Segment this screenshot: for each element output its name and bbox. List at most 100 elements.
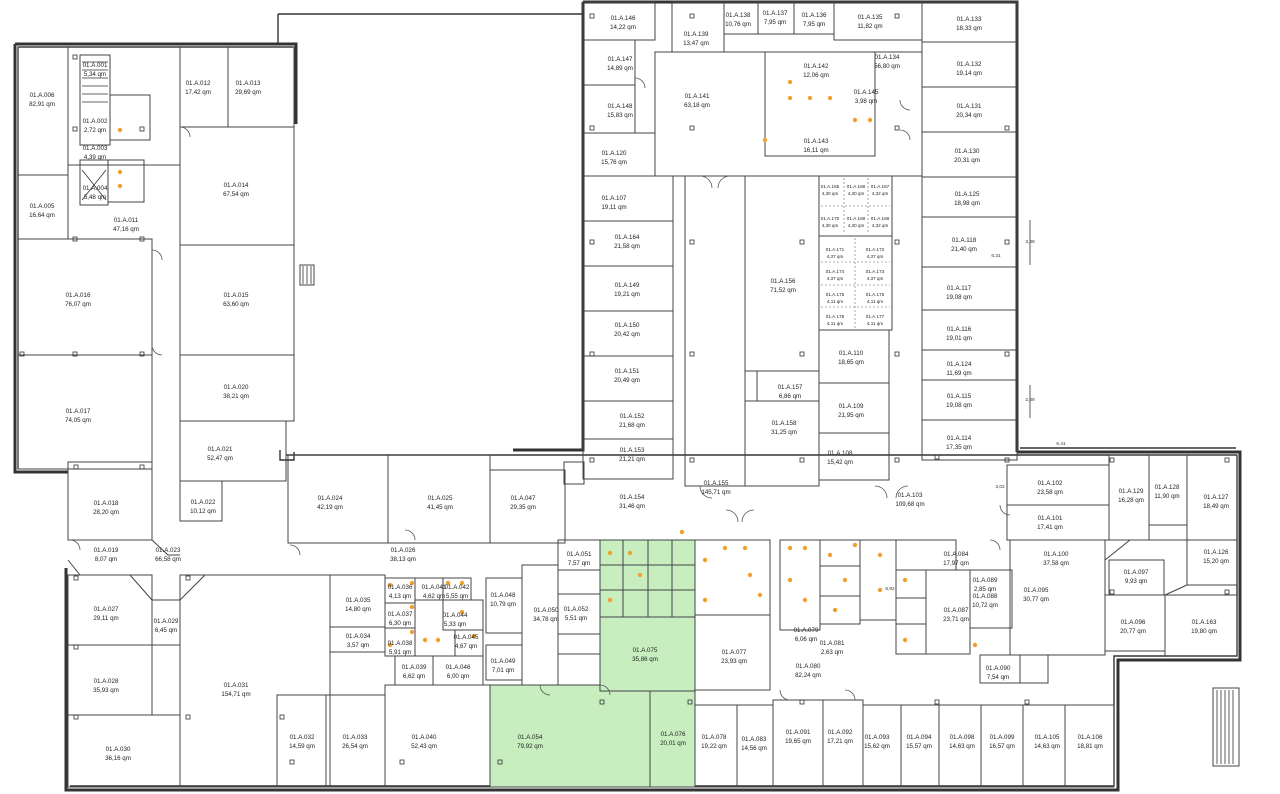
room-number: 01.A.164 — [615, 234, 640, 241]
room-number: 01.A.137 — [763, 10, 788, 17]
room-area: 35,86 qm — [632, 656, 658, 663]
room-number: 01.A.150 — [615, 322, 640, 329]
room-area: 7,54 qm — [987, 674, 1009, 681]
room-number: 01.A.153 — [620, 447, 645, 454]
room-number: 01.A.096 — [1121, 619, 1146, 626]
room-number: 01.A.050 — [534, 607, 559, 614]
room-number: 01.A.027 — [94, 606, 119, 613]
room-area: 109,68 qm — [895, 501, 924, 508]
room-number: 01.A.049 — [491, 658, 516, 665]
room-number: 01.A.005 — [30, 203, 55, 210]
room-number: 01.A.034 — [346, 633, 371, 640]
room-number: 01.A.132 — [957, 61, 982, 68]
room-area: 2,63 qm — [821, 649, 843, 656]
room-number: 01.A.013 — [236, 80, 261, 87]
room-number: 01.A.088 — [973, 593, 998, 600]
room-number: 01.A.145 — [854, 89, 879, 96]
room-number: 01.A.130 — [955, 148, 980, 155]
room-area: 35,93 qm — [93, 687, 119, 694]
room-area: 10,76 qm — [725, 21, 751, 28]
room-number: 01.A.134 — [875, 54, 900, 61]
room-number: 01.A.138 — [726, 12, 751, 19]
room-number: 01.A.039 — [402, 664, 427, 671]
room-number: 01.A.139 — [684, 31, 709, 38]
room-area: 82,24 qm — [795, 672, 821, 679]
room-number: 01.A.158 — [772, 420, 797, 427]
room-number: 01.A.015 — [224, 292, 249, 299]
room-number: 01.A.021 — [208, 446, 233, 453]
room-number: 01.A.163 — [1192, 619, 1217, 626]
room-number: 01.A.089 — [973, 577, 998, 584]
room-number: 01.A.098 — [950, 734, 975, 741]
room-number: 01.A.099 — [990, 734, 1015, 741]
room-number: 01.A.054 — [518, 734, 543, 741]
room-area: 36,16 qm — [105, 755, 131, 762]
room-area: 20,49 qm — [614, 377, 640, 384]
room-number: 01.A.048 — [491, 592, 516, 599]
room-number: 01.A.076 — [661, 731, 686, 738]
room-number: 01.A.047 — [511, 495, 536, 502]
room-area: 19,08 qm — [946, 294, 972, 301]
room-number: 01.A.117 — [947, 285, 972, 292]
room-area: 9,93 qm — [1125, 578, 1147, 585]
room-area: 4,39 qm — [84, 154, 106, 161]
room-area: 4,37 qm — [867, 254, 884, 259]
room-area: 63,18 qm — [684, 102, 710, 109]
left-wing-rooms — [17, 46, 566, 788]
room-number: 01.A.133 — [957, 16, 982, 23]
room-area: 17,21 qm — [827, 738, 853, 745]
room-area: 52,43 qm — [411, 743, 437, 750]
room-number: 01.A.023 — [156, 547, 181, 554]
room-area: 29,11 qm — [93, 615, 118, 622]
dimension-label: 6,31 — [991, 253, 1001, 259]
room-number: 01.A.176 — [866, 292, 885, 297]
room-area: 21,40 qm — [951, 246, 977, 253]
room-area: 31,46 qm — [619, 503, 645, 510]
room-area: 4,30 qm — [848, 223, 865, 228]
room-area: 17,35 qm — [946, 444, 972, 451]
room-area: 67,54 qm — [223, 191, 249, 198]
dimension-label: 3,38 — [1025, 239, 1035, 245]
room-number: 01.A.041 — [422, 584, 447, 591]
room-area: 38,21 qm — [223, 393, 249, 400]
room-number: 01.A.081 — [820, 640, 845, 647]
room-number: 01.A.020 — [224, 384, 249, 391]
room-number: 01.A.011 — [114, 217, 139, 224]
room-number: 01.A.095 — [1024, 587, 1049, 594]
room-number: 01.A.125 — [955, 191, 980, 198]
room-number: 01.A.124 — [947, 361, 972, 368]
